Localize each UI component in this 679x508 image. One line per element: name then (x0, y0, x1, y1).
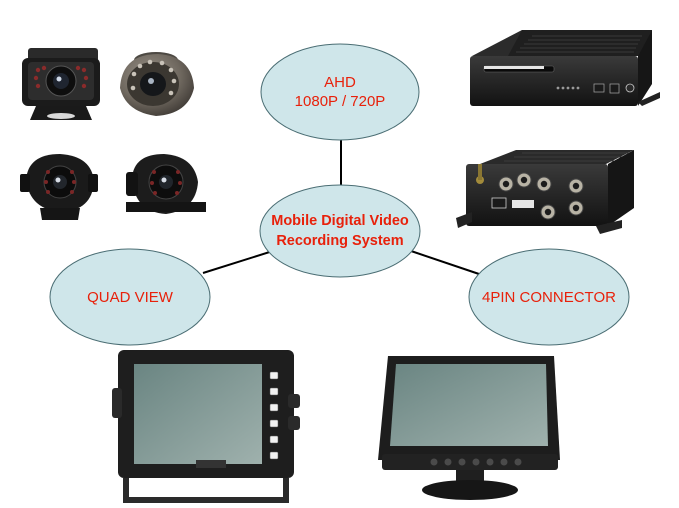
truck-camera-icon (22, 48, 100, 120)
monitor-icon (112, 350, 300, 503)
quad-ellipse (49, 248, 211, 346)
aviation-connectors (498, 172, 584, 220)
node-center (259, 184, 421, 278)
line-center-to-quad (202, 249, 277, 274)
ahd-label: AHD 1080P / 720P (262, 73, 418, 111)
monitor-icon (378, 356, 560, 500)
mdvr-connector-panel-icon (456, 150, 634, 234)
node-quad (49, 248, 211, 346)
line-center-to-connector (407, 249, 483, 276)
center-label-line1: Mobile Digital Video (271, 213, 409, 229)
quad-view-label: QUAD VIEW (52, 288, 208, 307)
ahd-label-line2: 1080P / 720P (294, 93, 386, 110)
node-ahd (260, 43, 420, 141)
ahd-ellipse (260, 43, 420, 141)
side-camera-icon (20, 154, 98, 220)
node-connector (468, 248, 630, 346)
ahd-label-line1: AHD (324, 74, 356, 91)
connector-ellipse (468, 248, 630, 346)
side-camera-icon (126, 154, 206, 214)
center-label: Mobile Digital Video Recording System (256, 211, 424, 251)
dome-camera-icon (120, 52, 194, 116)
mdvr-recorder-icon (470, 30, 660, 106)
quad-view-label-text: QUAD VIEW (87, 289, 173, 306)
connector-lines (202, 140, 483, 276)
connector-label: 4PIN CONNECTOR (468, 288, 630, 307)
center-label-line2: Recording System (276, 233, 404, 249)
connector-label-text: 4PIN CONNECTOR (482, 289, 616, 306)
center-ellipse (259, 184, 421, 278)
